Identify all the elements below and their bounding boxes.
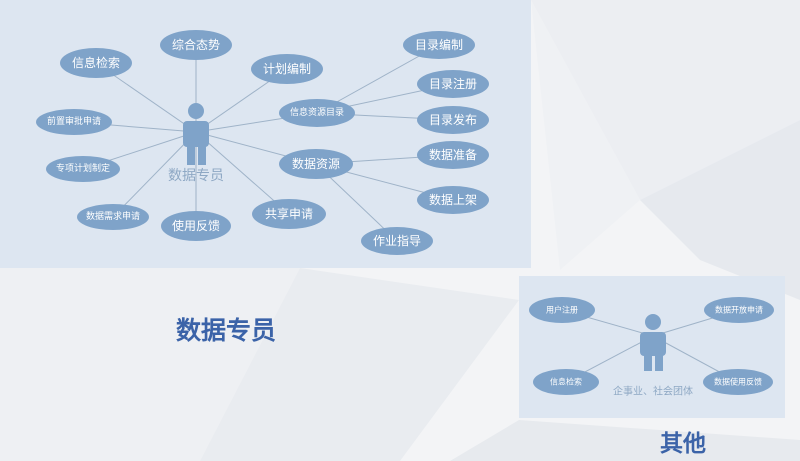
other-users-panel: 企事业、社会团体 用户注册 数据开放申请 信息检索 数据使用反馈 [519, 276, 785, 418]
node-pre-approval: 前置审批申请 [36, 109, 112, 135]
node-label: 用户注册 [546, 305, 578, 315]
node-label: 数据需求申请 [86, 210, 140, 222]
node-label: 数据上架 [429, 192, 477, 207]
node-label: 数据使用反馈 [714, 377, 762, 387]
node-usage-feedback: 使用反馈 [161, 211, 231, 241]
node-share-request: 共享申请 [252, 199, 326, 229]
node-data-usage-feedback: 数据使用反馈 [703, 369, 773, 395]
person-icon [640, 314, 666, 371]
node-info-search: 信息检索 [60, 48, 132, 78]
node-label: 信息检索 [550, 377, 582, 387]
node-user-register: 用户注册 [529, 297, 595, 323]
node-label: 数据开放申请 [715, 305, 763, 315]
node-label: 综合态势 [172, 37, 220, 52]
data-specialist-caption: 数据专员 [176, 316, 277, 345]
node-overall-situation: 综合态势 [160, 30, 232, 60]
node-label: 前置审批申请 [47, 115, 101, 127]
actor-label: 数据专员 [168, 168, 224, 184]
node-catalog-register: 目录注册 [417, 70, 489, 98]
other-users-caption: 其他 [660, 431, 706, 457]
node-label: 共享申请 [265, 206, 313, 221]
node-data-listing: 数据上架 [417, 186, 489, 214]
other-users-diagram: 企事业、社会团体 用户注册 数据开放申请 信息检索 数据使用反馈 [529, 297, 774, 398]
person-icon [183, 103, 209, 165]
node-resource-catalog: 信息资源目录 [279, 99, 355, 127]
node-open-data-request: 数据开放申请 [704, 297, 774, 323]
node-catalog-compile: 目录编制 [403, 31, 475, 59]
node-label: 信息资源目录 [290, 106, 344, 118]
node-label: 使用反馈 [172, 218, 220, 233]
node-work-guidance: 作业指导 [361, 227, 433, 255]
node-info-search-other: 信息检索 [533, 369, 599, 395]
data-specialist-actor: 数据专员 [168, 103, 224, 184]
node-label: 目录发布 [429, 112, 477, 127]
node-data-resource: 数据资源 [279, 149, 353, 179]
node-data-demand: 数据需求申请 [77, 204, 149, 230]
node-label: 信息检索 [72, 55, 120, 70]
node-data-prepare: 数据准备 [417, 141, 489, 169]
actor-label: 企事业、社会团体 [613, 385, 693, 398]
node-label: 数据准备 [429, 147, 477, 162]
node-label: 作业指导 [373, 233, 421, 248]
node-label: 数据资源 [292, 156, 340, 171]
enterprise-actor: 企事业、社会团体 [613, 314, 693, 398]
node-label: 目录注册 [429, 76, 477, 91]
node-catalog-publish: 目录发布 [417, 106, 489, 134]
data-specialist-diagram: 数据专员 信息检索 综合态势 计划编制 信息资源目录 数据资源 共享申请 [36, 30, 489, 255]
node-plan-compile: 计划编制 [251, 54, 323, 84]
node-special-plan: 专项计划制定 [46, 156, 120, 182]
node-label: 目录编制 [415, 37, 463, 52]
node-label: 计划编制 [263, 61, 311, 76]
node-label: 专项计划制定 [56, 162, 110, 174]
data-specialist-panel: 数据专员 信息检索 综合态势 计划编制 信息资源目录 数据资源 共享申请 [0, 0, 531, 268]
